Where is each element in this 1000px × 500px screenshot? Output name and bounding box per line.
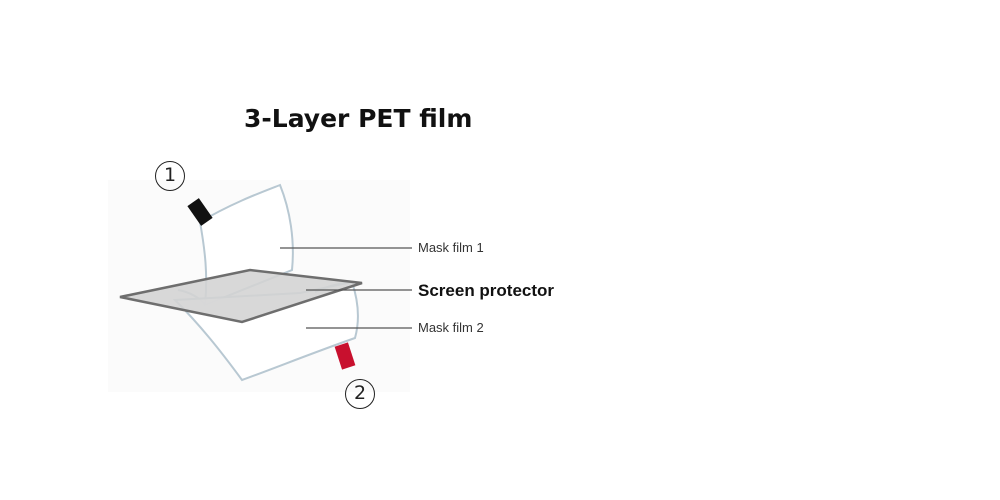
step-marker-1: 1 <box>155 161 185 191</box>
step-marker-2: 2 <box>345 379 375 409</box>
pull-tab-1 <box>187 198 213 226</box>
screen-protector-label: Screen protector <box>418 281 555 300</box>
mask-film-1-label: Mask film 1 <box>418 240 484 255</box>
mask-film-2-label: Mask film 2 <box>418 320 484 335</box>
screen-protector-sheet <box>119 268 363 324</box>
diagram-title: 3-Layer PET film <box>244 104 473 133</box>
pull-tab-2 <box>334 342 356 370</box>
